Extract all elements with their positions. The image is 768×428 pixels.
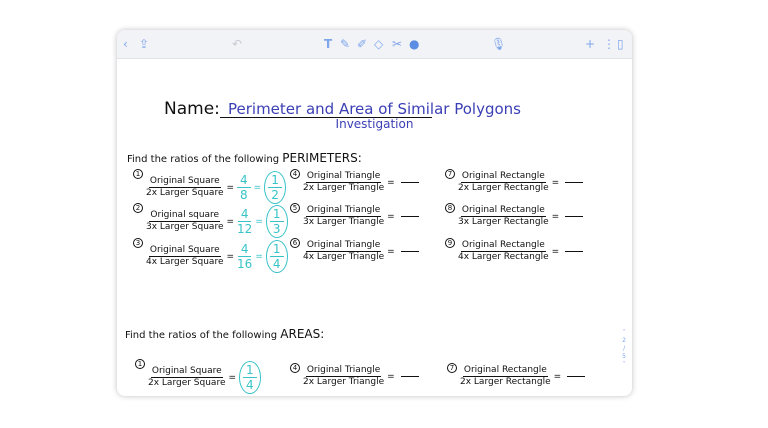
problem-number: 5	[290, 203, 300, 213]
problem-number: 6	[290, 238, 300, 248]
equals-sign: =	[551, 246, 560, 257]
answer-blank[interactable]	[565, 182, 584, 183]
pen-icon[interactable]: ✎	[340, 37, 351, 51]
problem-number: 9	[445, 238, 455, 248]
highlighter-icon[interactable]: ✐	[357, 37, 368, 51]
name-line[interactable]	[220, 117, 432, 118]
equals-sign: =	[387, 211, 395, 222]
notes-app-window: ‹ ⇪ ↶ T ✎ ✐ ◇ ✂ ● 🎙︎ + ⋮ ▯ Name: Perimet…	[117, 30, 632, 396]
problem-number: 1	[135, 359, 145, 369]
back-icon[interactable]: ‹	[123, 37, 128, 51]
answer-blank[interactable]	[567, 376, 586, 377]
eraser-icon[interactable]: ◇	[374, 37, 384, 51]
worksheet-title: Perimeter and Area of Similar Polygons	[228, 100, 521, 118]
problem-number: 4	[290, 169, 300, 179]
areas-heading: Find the ratios of the following AREAS:	[125, 327, 325, 341]
pages-icon[interactable]: ▯	[617, 37, 624, 51]
problem-number: 2	[133, 203, 143, 213]
scissors-icon[interactable]: ✂	[392, 37, 403, 51]
more-icon[interactable]: ⋮	[603, 37, 615, 51]
answer-blank[interactable]	[400, 251, 419, 252]
answer-blank[interactable]	[400, 216, 419, 217]
equals-sign: =	[226, 216, 235, 227]
equals-sign: =	[226, 251, 235, 262]
problem-number: 7	[447, 363, 457, 373]
page-indicator[interactable]: ˄ 2 / 5 ˅	[622, 329, 626, 368]
equals-sign: =	[551, 211, 560, 222]
toolbar: ‹ ⇪ ↶ T ✎ ✐ ◇ ✂ ● 🎙︎ + ⋮ ▯	[117, 30, 632, 59]
worksheet-subtitle: Investigation	[335, 117, 414, 131]
equals-sign: =	[387, 371, 395, 382]
color-icon[interactable]: ●	[409, 37, 420, 51]
undo-icon[interactable]: ↶	[232, 37, 243, 51]
name-label: Name:	[164, 99, 220, 119]
problem-number: 3	[133, 238, 143, 248]
equals-sign: =	[387, 177, 395, 188]
answer-blank[interactable]	[400, 182, 419, 183]
add-page-icon[interactable]: +	[585, 37, 596, 51]
answer-blank[interactable]	[400, 376, 419, 377]
perimeters-heading: Find the ratios of the following PERIMET…	[127, 151, 362, 165]
page-up-icon: ˄	[622, 329, 626, 336]
text-tool-icon[interactable]: T	[324, 37, 333, 51]
equals-sign: =	[553, 371, 562, 382]
share-icon[interactable]: ⇪	[139, 37, 150, 51]
problem-number: 7	[445, 169, 455, 179]
answer-blank[interactable]	[565, 216, 584, 217]
answer-blank[interactable]	[565, 251, 584, 252]
equals-sign: =	[228, 372, 237, 383]
worksheet-page: Name: Perimeter and Area of Similar Poly…	[117, 59, 632, 396]
equals-sign: =	[551, 177, 560, 188]
problem-number: 8	[445, 203, 455, 213]
microphone-icon[interactable]: 🎙︎	[491, 37, 507, 51]
problem-number: 4	[290, 363, 300, 373]
equals-sign: =	[387, 246, 395, 257]
equals-sign: =	[226, 182, 235, 193]
problem-number: 1	[133, 169, 143, 179]
page-down-icon: ˅	[622, 361, 626, 368]
